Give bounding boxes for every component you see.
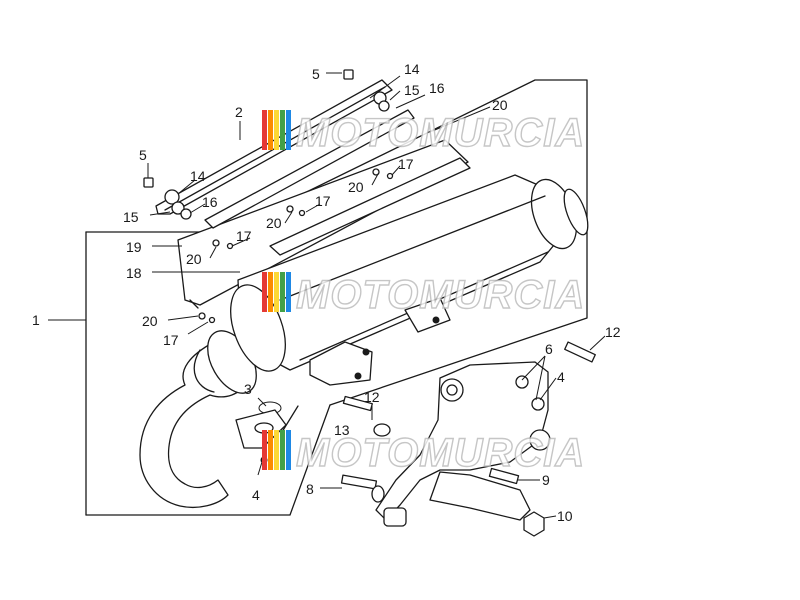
leader-lines	[48, 72, 606, 519]
callout-4-flange: 4	[252, 487, 260, 503]
callout-20-b: 20	[348, 179, 364, 195]
callout-15-top: 15	[404, 82, 420, 98]
watermark-2: MOTOMURCIA	[262, 272, 585, 318]
watermark-text: MOTOMURCIA	[296, 431, 585, 475]
callout-14-left: 14	[190, 168, 206, 184]
heat-shield	[177, 139, 471, 309]
callout-20-e: 20	[142, 313, 158, 329]
callout-17-b: 17	[315, 193, 331, 209]
callout-2: 2	[235, 104, 243, 120]
callout-5-left: 5	[139, 147, 147, 163]
callout-6: 6	[545, 341, 553, 357]
support-arm	[375, 361, 551, 527]
watermark-3: MOTOMURCIA	[262, 430, 585, 476]
assembly-outline	[85, 79, 588, 516]
fasteners-lower	[340, 341, 596, 537]
callout-19: 19	[126, 239, 142, 255]
callout-20-d: 20	[186, 251, 202, 267]
callout-16-left: 16	[202, 194, 218, 210]
callout-12-right: 12	[605, 324, 621, 340]
fasteners-upper	[143, 69, 394, 324]
callout-5-top: 5	[312, 66, 320, 82]
callout-13: 13	[334, 422, 350, 438]
callout-14-top: 14	[404, 61, 420, 77]
callout-10: 10	[557, 508, 573, 524]
callout-12-center: 12	[364, 389, 380, 405]
callout-1: 1	[32, 312, 40, 328]
callout-17-c: 17	[236, 228, 252, 244]
callout-8: 8	[306, 481, 314, 497]
callout-17-d: 17	[163, 332, 179, 348]
callout-16-top: 16	[429, 80, 445, 96]
watermark-1: MOTOMURCIA	[262, 110, 585, 156]
watermark-text: MOTOMURCIA	[296, 273, 585, 317]
watermark: MOTOMURCIA MOTOMURCIA MOTOMURCIA	[262, 110, 585, 476]
callout-9: 9	[542, 472, 550, 488]
watermark-text: MOTOMURCIA	[296, 111, 585, 155]
callout-3: 3	[244, 381, 252, 397]
callout-20-a: 20	[492, 97, 508, 113]
callout-20-c: 20	[266, 215, 282, 231]
callout-17-a: 17	[398, 156, 414, 172]
callout-18: 18	[126, 265, 142, 281]
callout-15-left: 15	[123, 209, 139, 225]
callout-4-arm: 4	[557, 369, 565, 385]
callout-labels: 1 2 3 4 4 5 5 6 8 9 10 12 12 13 14 14 15…	[32, 61, 621, 524]
